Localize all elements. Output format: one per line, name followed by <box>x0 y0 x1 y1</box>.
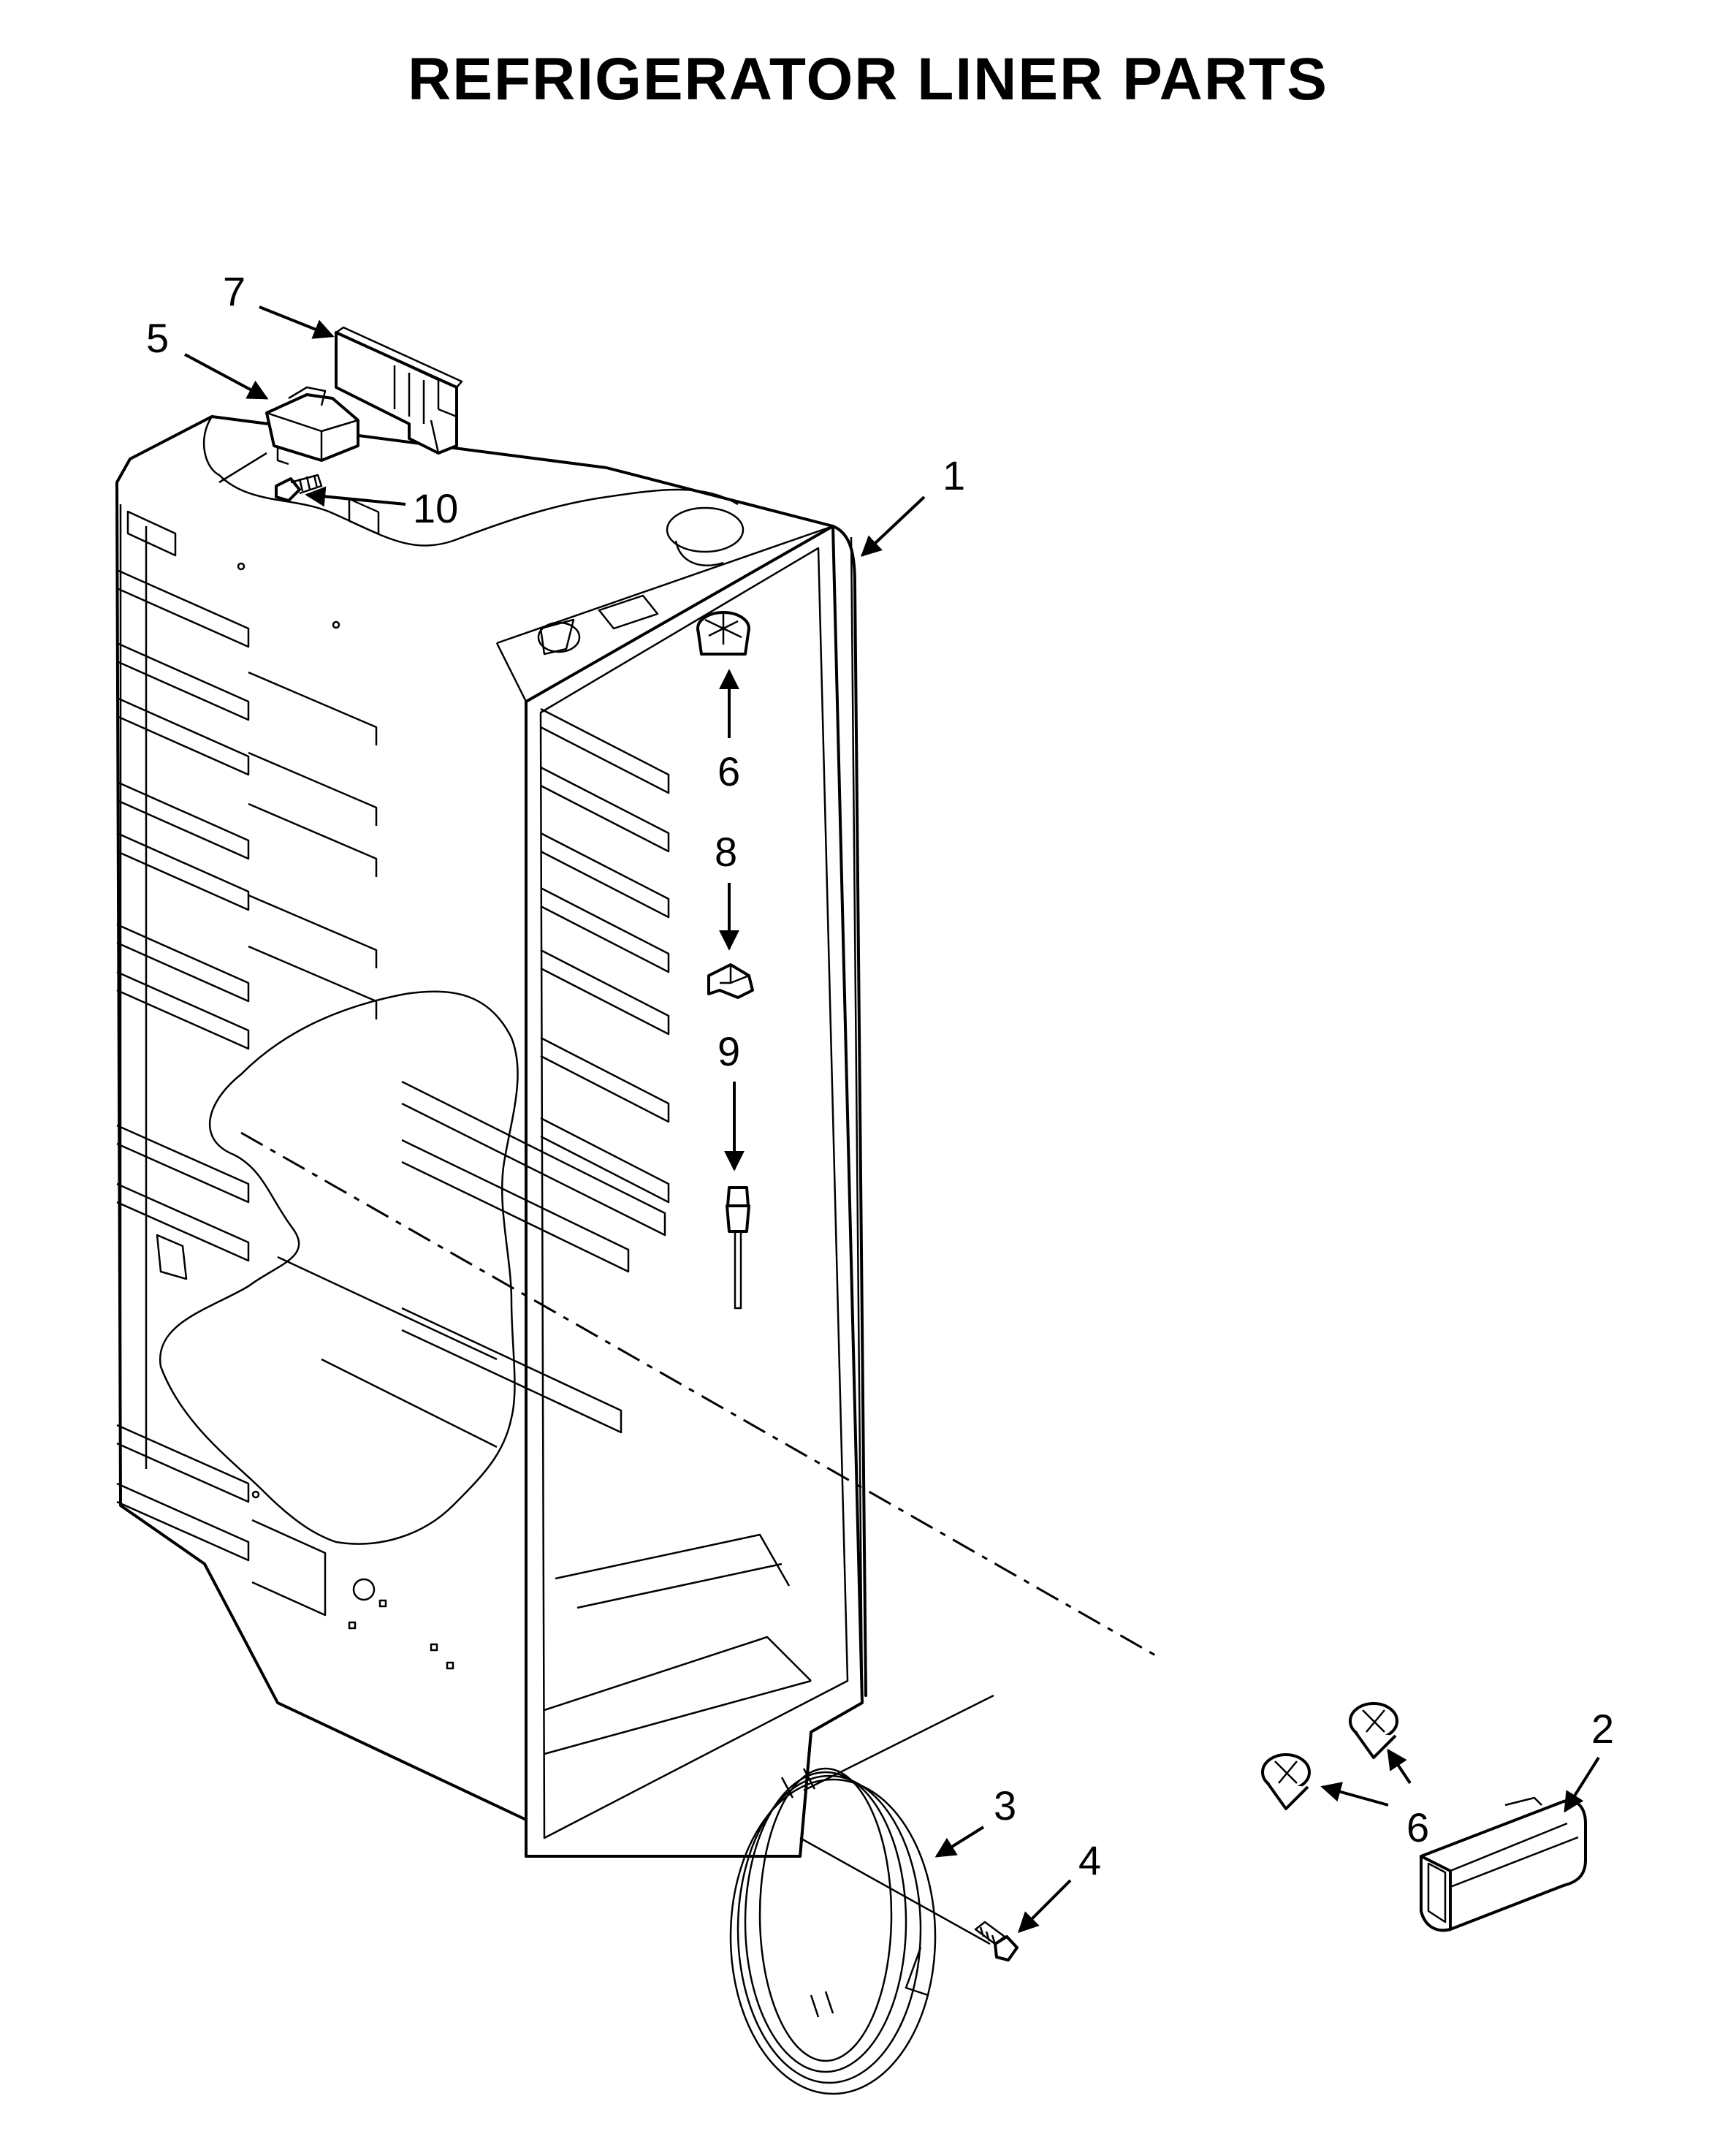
callout-9: 9 <box>717 1028 740 1074</box>
page-title: REFRIGERATOR LINER PARTS <box>408 46 1328 113</box>
callout-6-lower: 6 <box>1406 1804 1429 1850</box>
housing-part-2 <box>1420 1796 1587 1932</box>
assembly-line <box>240 1131 1162 1660</box>
control-panel-part <box>335 326 463 535</box>
tubing-coil-part-3 <box>729 1694 994 2095</box>
callout-2: 2 <box>1591 1706 1614 1752</box>
damper-part-6-lower <box>1261 1702 1398 1810</box>
callout-3: 3 <box>994 1782 1016 1828</box>
refrigerator-liner <box>115 415 867 1858</box>
screw-part-4 <box>974 1921 1019 1961</box>
sensor-part-9 <box>726 1186 750 1310</box>
right-wall-shelf-ribs <box>401 707 670 1434</box>
callout-7: 7 <box>223 268 245 314</box>
callout-5: 5 <box>146 315 169 361</box>
left-wall-shelf-ribs <box>116 569 378 1617</box>
callout-6-upper: 6 <box>717 748 740 794</box>
clip-part-8 <box>707 963 754 999</box>
callout-arrows <box>184 305 1600 1933</box>
callout-labels: 1 2 3 4 5 6 6 7 8 9 10 <box>146 268 1614 1883</box>
callout-8: 8 <box>715 829 737 875</box>
callout-4: 4 <box>1078 1837 1101 1883</box>
damper-part-6-upper <box>696 611 750 656</box>
control-housing-part <box>218 386 359 484</box>
callout-1: 1 <box>943 452 965 498</box>
callout-10: 10 <box>413 485 458 531</box>
